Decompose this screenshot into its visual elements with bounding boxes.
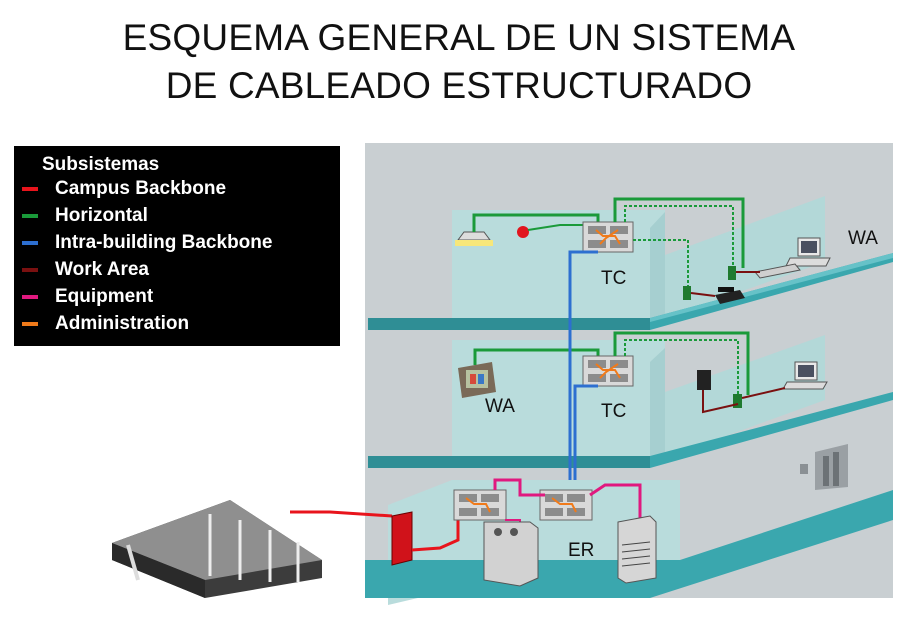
top-floor-surface — [650, 253, 893, 322]
mid-floor-slab-edge — [368, 456, 650, 468]
legend-item-horizontal: Horizontal — [22, 203, 340, 229]
equipment-cable-1 — [493, 478, 545, 497]
legend-swatch — [22, 187, 38, 191]
title-line-1: ESQUEMA GENERAL DE UN SISTEMA — [122, 17, 796, 58]
mid-outlet — [733, 394, 742, 408]
computer-icon — [736, 237, 831, 279]
mid-horizontal-cable-right-1 — [613, 331, 750, 395]
phone-icon — [690, 287, 745, 304]
campus-backbone-cable — [290, 510, 393, 518]
legend-item-intra-building-backbone: Intra-building Backbone — [22, 230, 340, 256]
top-tc-panel — [582, 221, 634, 253]
mid-tc-panel — [582, 355, 634, 387]
server-tower-icon — [617, 515, 657, 584]
legend-swatch — [22, 214, 38, 218]
intra-building-backbone-2 — [573, 384, 598, 494]
legend-item-administration: Administration — [22, 311, 340, 337]
mid-wa-equipment-icon — [458, 362, 496, 398]
campus-building-icon — [112, 500, 322, 598]
diagram-title: ESQUEMA GENERAL DE UN SISTEMA DE CABLEAD… — [0, 14, 918, 110]
er-panel-right — [539, 489, 593, 521]
legend-label: Intra-building Backbone — [55, 232, 273, 253]
ground-floor: ER — [112, 444, 893, 605]
top-wa-label: WA — [848, 228, 878, 249]
top-outlet-1 — [683, 286, 691, 300]
mid-tc-label: TC — [601, 401, 626, 422]
ground-er-label: ER — [568, 540, 594, 561]
top-tc-label: TC — [601, 268, 626, 289]
intra-building-backbone-1 — [568, 250, 598, 494]
middle-floor: WA TC — [368, 331, 893, 468]
mid-floor-partition — [650, 348, 665, 466]
mid-phone-icon — [697, 370, 739, 414]
distant-building-icon — [800, 444, 848, 490]
top-outlet-2 — [728, 266, 736, 280]
legend-label: Work Area — [55, 259, 149, 280]
top-floor-side-wall — [665, 196, 825, 318]
legend-item-campus-backbone: Campus Backbone — [22, 176, 340, 202]
top-floor: WA TC — [368, 196, 893, 330]
pbx-equipment-icon — [483, 521, 539, 587]
lamp-icon — [457, 231, 491, 241]
legend-item-equipment: Equipment — [22, 284, 340, 310]
top-horizontal-cable-right-1 — [613, 197, 745, 268]
legend-item-work-area: Work Area — [22, 257, 340, 283]
top-horizontal-cable-right-2 — [624, 205, 734, 272]
top-floor-partition — [650, 212, 665, 330]
mid-horizontal-cable-right-2 — [624, 339, 739, 398]
top-horizontal-cable-alarm — [527, 224, 584, 231]
top-floor-slab-edge — [368, 318, 650, 330]
legend-box: Subsistemas Campus Backbone Horizontal I… — [14, 146, 340, 346]
legend-label: Equipment — [55, 286, 154, 307]
legend-swatch — [22, 241, 38, 245]
lamp-glow — [455, 240, 493, 246]
mid-wa-label: WA — [485, 396, 515, 417]
legend-swatch — [22, 322, 38, 326]
er-panel-left — [453, 489, 507, 521]
entrance-facility-box — [391, 511, 413, 566]
legend-label: Administration — [55, 313, 190, 334]
legend-heading: Subsistemas — [42, 154, 160, 175]
mid-computer-icon — [741, 361, 828, 399]
legend-swatch — [22, 295, 38, 299]
legend-label: Campus Backbone — [55, 178, 227, 199]
equipment-cable-2 — [589, 483, 642, 520]
title-line-2: DE CABLEADO ESTRUCTURADO — [165, 65, 753, 106]
alarm-icon — [517, 226, 529, 238]
legend-label: Horizontal — [55, 205, 148, 226]
top-horizontal-cable-right-3 — [633, 239, 689, 288]
legend-swatch — [22, 268, 38, 272]
